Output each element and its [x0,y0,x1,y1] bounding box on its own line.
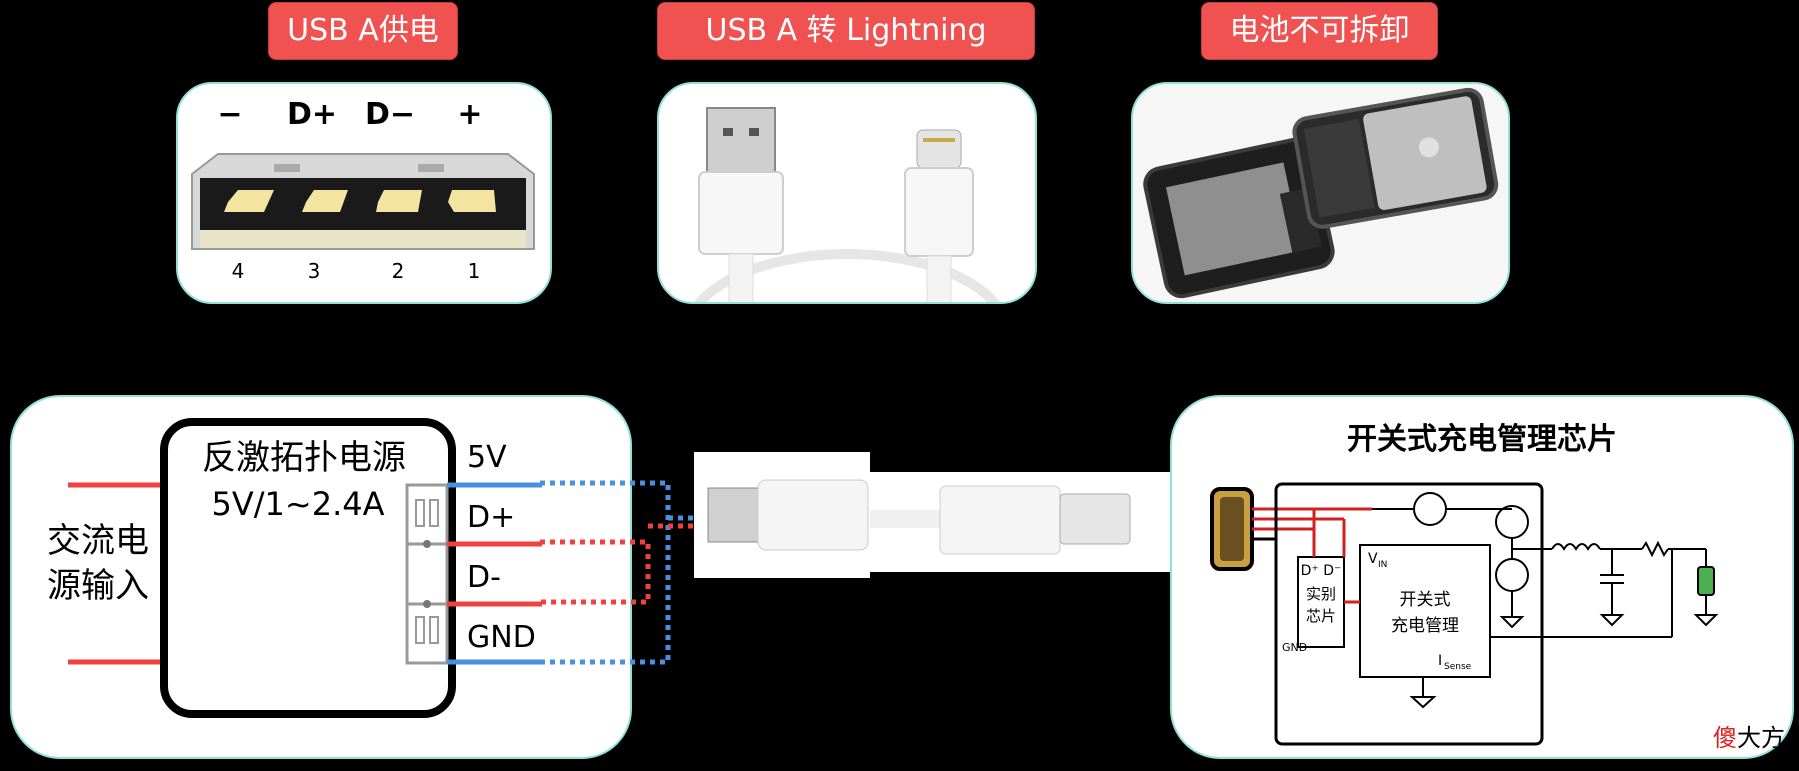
power-supply-diagram: 交流电 源输入 反激拓扑电源 5V/1~2.4A 5V D+ D- GND [47,418,542,718]
usb-a-power-tag: USB A供电 [268,2,458,60]
vin-label: V [1368,551,1378,567]
charger-chip-panel: 开关式充电管理芯片 D⁺ D⁻ 实别 芯片 GND V IN 开关式 充电管理 … [1170,395,1794,759]
pin-number: 2 [392,259,405,283]
pin-dminus-label: D- [467,560,501,595]
isense-sub-label: Sense [1444,662,1472,672]
charger-schematic: 开关式充电管理芯片 D⁺ D⁻ 实别 芯片 GND V IN 开关式 充电管理 … [1210,422,1719,746]
pin-number: 1 [468,259,481,283]
dd-label: D⁺ D⁻ [1301,563,1342,579]
iphone-illustration [1133,84,1508,302]
charger-ic-label: 开关式 [1400,590,1451,610]
ac-input-label: 源输入 [47,566,149,606]
usb-lightning-card [657,82,1037,304]
cable-photo-extension [870,472,1172,572]
battery-tag: 电池不可拆卸 [1201,2,1438,60]
pin-label: D− [365,97,415,132]
watermark: 傻大方 [1713,724,1785,752]
vin-sub-label: IN [1378,560,1387,570]
id-chip-label: 实别 [1306,585,1336,603]
usb-lightning-tag: USB A 转 Lightning [657,2,1035,60]
power-spec: 5V/1~2.4A [212,485,385,523]
isense-label: I [1438,653,1442,669]
charger-title: 开关式充电管理芯片 [1347,422,1617,457]
pin-gnd-label: GND [467,620,536,655]
id-chip-label: 芯片 [1306,607,1336,625]
pin-label: − [217,97,242,132]
ac-input-label: 交流电 [47,521,149,561]
charger-ic-label: 充电管理 [1391,616,1459,636]
pin-5v-label: 5V [467,440,507,475]
pin-number: 3 [308,259,321,283]
iphone-battery-card [1131,82,1510,304]
usb-connector-illustration: − D+ D− + 4 3 2 1 [191,97,535,283]
pin-label: + [457,97,482,132]
cable-illustration [693,107,1001,302]
gnd-label: GND [1282,641,1307,654]
cable-photo [694,452,870,578]
power-supply-panel: 交流电 源输入 反激拓扑电源 5V/1~2.4A 5V D+ D- GND [10,395,632,759]
usb-connector-card: − D+ D− + 4 3 2 1 [176,82,552,304]
pin-number: 4 [232,259,245,283]
power-title: 反激拓扑电源 [202,438,406,478]
pin-label: D+ [287,97,337,132]
pin-dplus-label: D+ [467,500,515,535]
